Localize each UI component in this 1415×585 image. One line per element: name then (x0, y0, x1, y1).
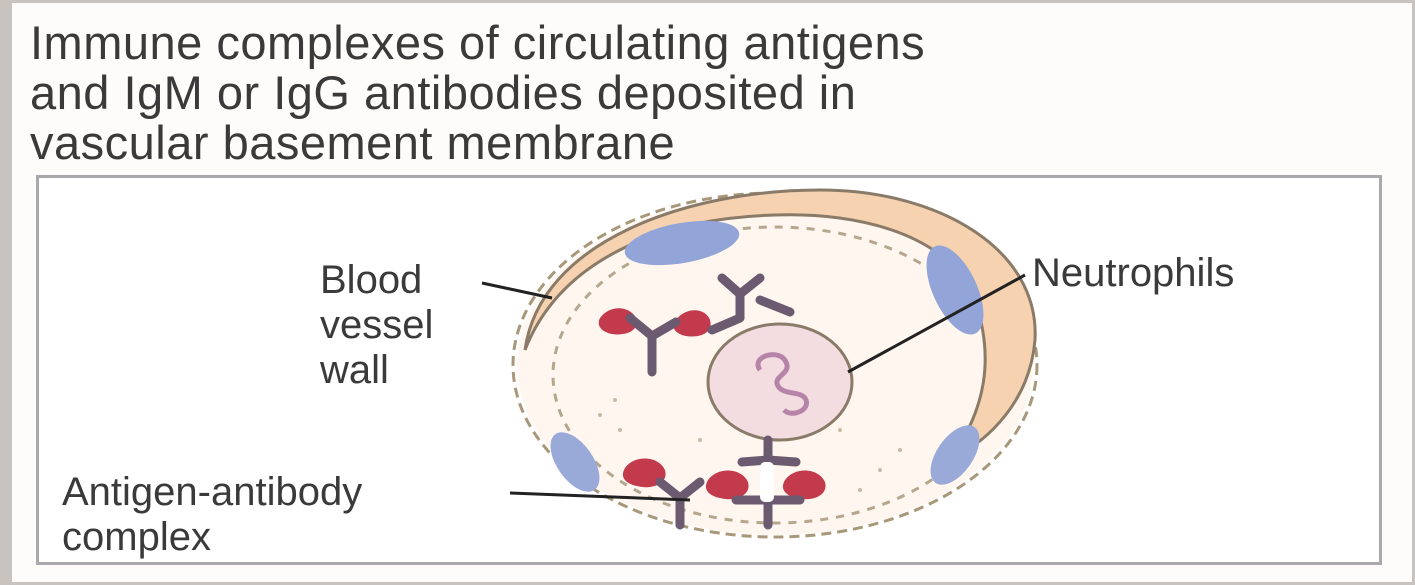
leader-line-complex (509, 491, 691, 502)
label-vessel: vessel (320, 303, 433, 347)
title-line-3: vascular basement membrane (30, 116, 676, 169)
leader-line-neutrophils (847, 273, 1026, 374)
leader-line-vessel-wall (481, 281, 553, 300)
endothelial-nucleus (926, 245, 984, 335)
label-neutrophils: Neutrophils (1032, 251, 1234, 295)
label-wall: wall (319, 348, 389, 392)
title-line-2: and IgM or IgG antibodies deposited in (30, 66, 857, 119)
figure-title: Immune complexes of circulating antigens… (30, 18, 1390, 168)
endothelial-nucleus (550, 432, 600, 492)
antigen-antibody-complex-upper (598, 273, 795, 377)
label-blood: Blood (320, 258, 422, 302)
endothelial-nucleus (624, 220, 740, 266)
label-complex: complex (62, 515, 211, 559)
antigen-antibody-complex-lower (622, 435, 826, 530)
immune-deposit-dots (598, 398, 902, 492)
neutrophil (706, 322, 854, 442)
endothelial-nucleus (930, 425, 980, 485)
label-antigen-antibody: Antigen-antibody (62, 470, 362, 514)
title-line-1: Immune complexes of circulating antigens (30, 16, 926, 69)
